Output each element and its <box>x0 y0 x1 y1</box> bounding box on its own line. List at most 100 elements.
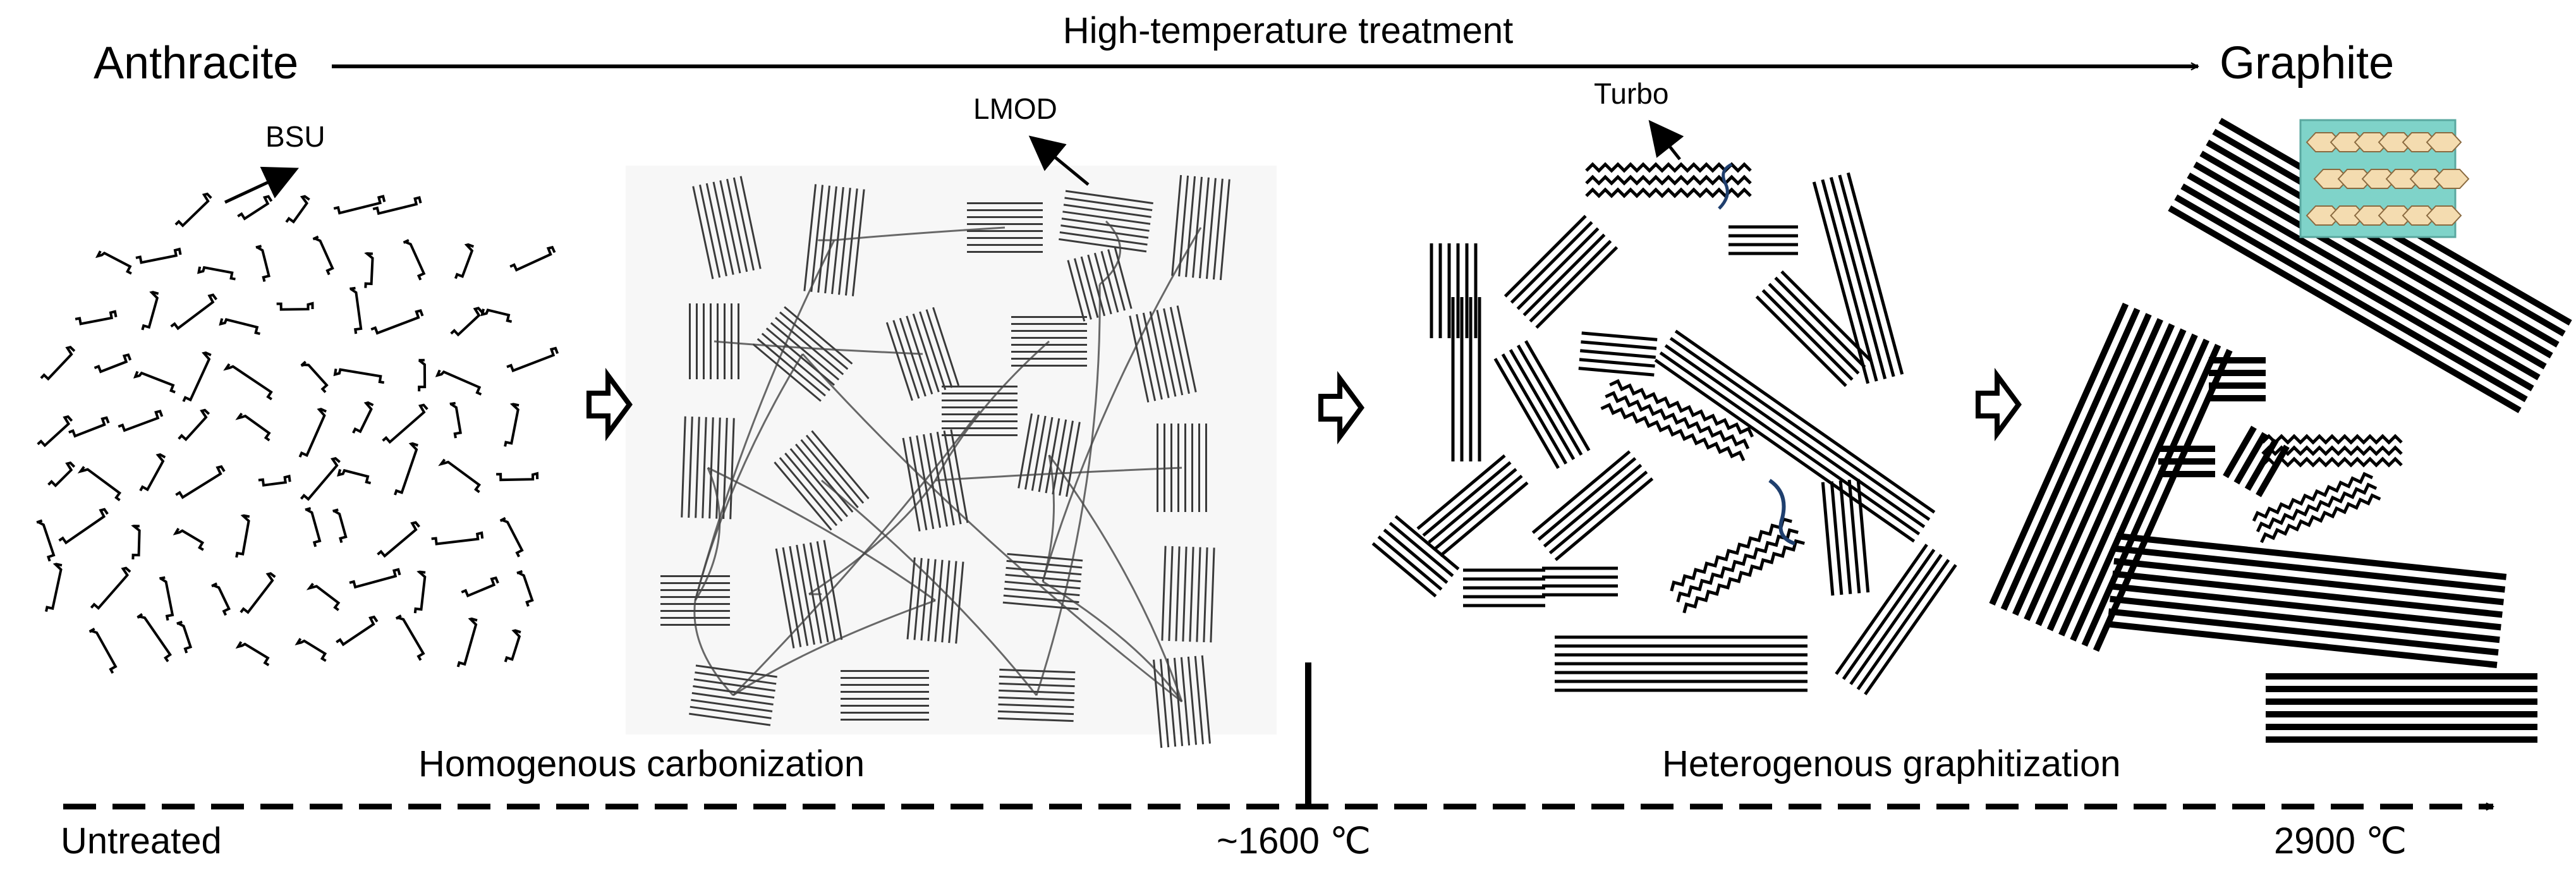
turbo-stack <box>1430 243 1478 338</box>
graphene-layer <box>1178 175 1189 277</box>
start-label: Anthracite <box>94 38 298 88</box>
graphite-stack <box>2106 533 2507 668</box>
pore-boundary <box>1042 227 1202 582</box>
graphene-layer <box>1774 276 1866 369</box>
graphene-layer <box>690 705 772 719</box>
graphene-layer <box>692 186 714 279</box>
bsu-unit <box>435 369 482 396</box>
graphene-layer <box>932 307 960 386</box>
pore-boundary <box>935 466 1182 482</box>
graphene-layer <box>1812 181 1870 384</box>
graphene-layer <box>1537 457 1637 541</box>
graphene-layer <box>1006 559 1083 569</box>
graphene-layer <box>1535 246 1619 329</box>
graphene-layer <box>1383 528 1449 584</box>
pore-boundary <box>801 353 1182 703</box>
lmod-stack <box>1059 190 1153 253</box>
pore-boundary <box>934 340 1050 481</box>
lmod-stack <box>1153 655 1211 748</box>
graphene-layer <box>2187 172 2541 381</box>
graphene-layer <box>1060 224 1149 239</box>
wavy-layer <box>1682 539 1805 614</box>
bsu-unit <box>47 461 76 488</box>
graphene-layer <box>1847 479 1861 594</box>
graphene-layer <box>943 430 962 525</box>
graphene-layer <box>770 322 840 381</box>
graphene-layer <box>775 548 795 649</box>
hollow-arrow-icon <box>1318 370 1364 445</box>
graphene-layer <box>1196 547 1201 642</box>
bsu-unit <box>337 468 372 485</box>
lmod-label: LMOD <box>973 92 1057 125</box>
bsu-unit <box>223 363 273 401</box>
graphene-layer <box>691 692 774 705</box>
wavy-stack <box>1600 379 1754 461</box>
bsu-unit <box>175 465 226 499</box>
graphene-layer <box>1031 415 1047 491</box>
bsu-unit <box>504 629 521 662</box>
bsu-unit <box>349 286 363 334</box>
graphene-layer <box>955 561 964 644</box>
graphene-layer <box>999 675 1075 681</box>
pore-boundary <box>1042 580 1183 702</box>
bsu-unit <box>45 563 63 612</box>
graphene-layer <box>1842 549 1936 680</box>
turbo-stack <box>1504 214 1619 329</box>
lmod-panel-background <box>626 166 1277 735</box>
wavy-layer <box>1670 517 1792 592</box>
bsu-unit <box>211 582 231 616</box>
graphene-layer <box>1548 470 1648 554</box>
graphite-stack <box>2158 446 2215 477</box>
graphene-layer <box>1063 204 1151 218</box>
lmod-pointer-arrow <box>1028 135 1090 186</box>
pore-boundary <box>693 600 734 697</box>
graphene-layer <box>2108 608 2499 656</box>
bsu-unit <box>449 401 462 439</box>
graphene-layer <box>1192 176 1203 278</box>
lattice-cell <box>2433 169 2470 189</box>
graphene-layer <box>916 435 935 529</box>
graphene-layer <box>1989 302 2129 606</box>
turbo-stack <box>1493 340 1591 469</box>
bsu-unit <box>509 245 556 272</box>
graphene-layer <box>909 436 928 530</box>
pore-boundary <box>808 480 937 595</box>
bsu-unit <box>173 528 205 551</box>
bsu-unit <box>364 252 374 288</box>
graphene-layer <box>1504 214 1587 298</box>
graphene-layer <box>1829 176 1887 380</box>
bsu-unit <box>95 250 132 275</box>
graphene-layer <box>756 338 826 397</box>
lmod-stack <box>681 416 735 520</box>
graphene-layer <box>726 178 748 272</box>
wavy-layer <box>1585 162 1752 173</box>
graphene-layer <box>1059 420 1074 496</box>
pore-boundary <box>1042 454 1055 582</box>
graphene-layer <box>1664 344 1926 528</box>
graphene-layer <box>1821 482 1835 596</box>
bsu-unit <box>170 293 218 331</box>
graphene-layer <box>2223 425 2257 479</box>
graphene-layer <box>816 541 836 642</box>
bsu-unit <box>137 613 172 662</box>
bsu-unit <box>349 568 401 589</box>
bsu-unit <box>118 410 164 432</box>
carbonization-label: Homogenous carbonization <box>418 743 865 784</box>
graphene-layer <box>1066 422 1081 497</box>
graphene-layer <box>1669 337 1931 521</box>
graphene-layer <box>2115 545 2506 593</box>
graphene-layer <box>699 185 721 278</box>
graphene-layer <box>912 314 940 393</box>
bsu-unit <box>135 247 182 264</box>
graphene-layer <box>1149 311 1170 398</box>
graphene-layer <box>1156 310 1177 397</box>
bsu-unit <box>456 617 478 668</box>
bsu-unit <box>240 572 276 614</box>
graphene-layer <box>1203 547 1208 642</box>
graphene-layer <box>2199 150 2553 359</box>
graphene-layer <box>1161 546 1167 641</box>
graphene-layer <box>1065 190 1153 205</box>
bsu-unit <box>90 566 131 610</box>
curved-ribbon <box>1768 479 1796 546</box>
graphene-layer <box>1219 179 1230 281</box>
